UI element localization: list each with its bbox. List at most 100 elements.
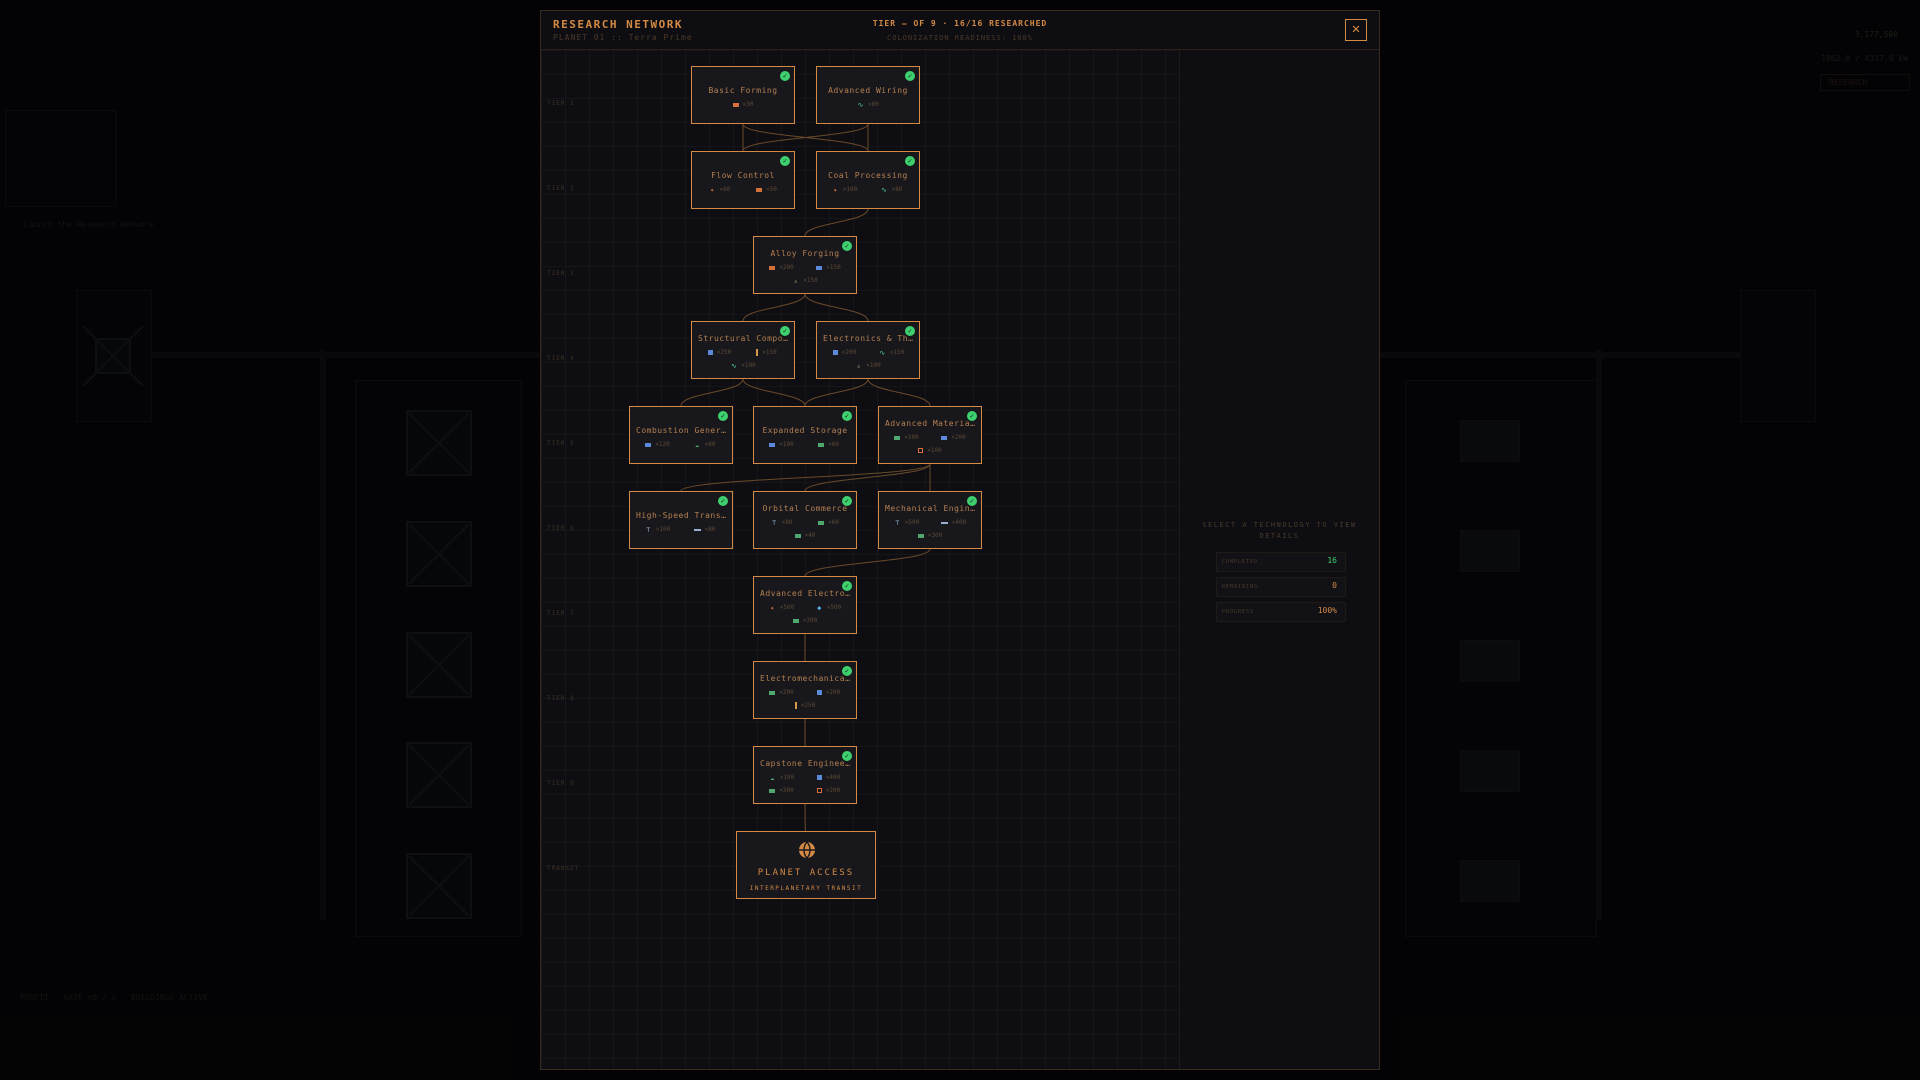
research-status: TIER — OF 9 · 16/16 RESEARCHED: [872, 19, 1048, 28]
cost-item: ×200: [930, 431, 977, 444]
cost-amount: ×250: [716, 349, 732, 356]
stat-remaining: REMAINING 0: [1216, 577, 1346, 597]
researched-check-icon: ✓: [780, 156, 790, 166]
cost-amount: ×200: [951, 434, 966, 441]
stat-value: 0: [1332, 581, 1337, 590]
cost-amount: ×200: [779, 264, 794, 271]
stat-value: 16: [1327, 556, 1337, 565]
tech-node[interactable]: Coal Processing✓✦×100∿×80: [816, 151, 920, 209]
tech-node[interactable]: Basic Forming✓×30: [691, 66, 795, 124]
cost-item: ×150: [743, 346, 790, 359]
cost-amount: ×100: [779, 774, 795, 781]
tech-costs: ⊤×500 ×400 ×300: [883, 516, 977, 542]
tech-node[interactable]: High-Speed Transport ✓ ⊤×100×80: [629, 491, 733, 549]
cost-amount: ×80: [704, 526, 716, 533]
cost-item: ⊤×500: [883, 516, 930, 529]
tech-name: High-Speed Transport: [636, 511, 726, 520]
cost-item: ×60: [805, 438, 852, 451]
tech-node[interactable]: Electromechanical✓×200×200×250: [753, 661, 857, 719]
crate-icon: [917, 533, 924, 538]
cost-item: ×100: [883, 444, 977, 457]
cost-item: ×60: [805, 516, 852, 529]
bg-mini-map: [5, 110, 117, 207]
tier-label: TIER 2: [547, 185, 575, 192]
colonization-readiness: COLONIZATION READINESS: 100%: [886, 34, 1033, 42]
tech-name: Flow Control: [711, 171, 775, 180]
researched-check-icon: ✓: [780, 71, 790, 81]
frame-icon: [918, 448, 924, 453]
researched-check-icon: ✓: [842, 411, 852, 421]
tech-costs: ⊤×100×80: [634, 523, 728, 536]
cost-item: ×40: [758, 529, 852, 542]
tech-node[interactable]: Advanced Wiring✓∿×60: [816, 66, 920, 124]
rod-icon: [794, 702, 797, 709]
researched-check-icon: ✓: [905, 326, 915, 336]
cost-amount: ×60: [828, 441, 839, 448]
crate-icon: [792, 618, 799, 623]
globe-icon: [799, 841, 815, 859]
cost-item: ×300: [758, 614, 852, 627]
cost-item: ∿×150: [868, 346, 915, 359]
tech-costs: ×100×60: [758, 438, 852, 451]
wave-icon: ∿: [857, 100, 864, 109]
crate-icon: [769, 690, 776, 695]
cost-amount: ×150: [762, 349, 777, 356]
researched-check-icon: ✓: [905, 156, 915, 166]
tech-node[interactable]: Expanded Storage✓×100×60: [753, 406, 857, 464]
tech-link: [804, 463, 931, 492]
tech-node[interactable]: Advanced Electronics✓✦×500◆×500×300: [753, 576, 857, 634]
planet-access-title: PLANET ACCESS: [757, 868, 855, 878]
tech-name: Alloy Forging: [770, 249, 840, 258]
cost-item: ×300: [758, 784, 805, 797]
crate-icon: [769, 788, 776, 793]
cost-item: ☁ ×100: [758, 771, 805, 784]
tech-node[interactable]: Electronics & Thermal✓×200∿×150▵×100: [816, 321, 920, 379]
cost-item: ∿×60: [821, 98, 915, 111]
tech-node[interactable]: Orbital Commerce✓⊤×80×60×40: [753, 491, 857, 549]
tier-label: TIER 5: [547, 440, 575, 447]
bg-hint: Launch the Research Network: [24, 220, 155, 229]
tech-node[interactable]: Advanced Materials✓×300×200×100: [878, 406, 982, 464]
close-button[interactable]: ✕: [1345, 19, 1367, 41]
cost-item: ×50: [743, 183, 790, 196]
tech-costs: ×30: [696, 98, 790, 111]
tech-costs: ✦×100∿×80: [821, 183, 915, 196]
bg-currency: 3,177,500: [1854, 30, 1898, 39]
tech-node[interactable]: Capstone Engineering✓☁×100×400×300×200: [753, 746, 857, 804]
tech-name: Orbital Commerce: [762, 504, 848, 513]
tri-icon: ▵: [793, 276, 798, 285]
details-panel: SELECT A TECHNOLOGY TO VIEW DETAILS COMP…: [1180, 50, 1379, 1069]
planet-access-node[interactable]: PLANET ACCESS INTERPLANETARY TRANSIT: [736, 831, 876, 899]
tech-tree-links: [680, 123, 931, 871]
diamond-icon: ◆: [817, 603, 822, 612]
tech-name: Advanced Materials: [885, 419, 975, 428]
cost-amount: ×400: [951, 519, 967, 526]
research-network-modal: RESEARCH NETWORK PLANET 01 :: Terra Prim…: [540, 10, 1380, 1070]
battery-icon: [816, 775, 822, 780]
tech-costs: ☁×100×400×300×200: [758, 771, 852, 797]
anvil-icon: ⊤: [771, 518, 777, 527]
tech-node[interactable]: Combustion Generators✓×120☁×80: [629, 406, 733, 464]
battery-icon: [832, 350, 838, 355]
cost-amount: ×80: [891, 186, 903, 193]
bar-icon: [756, 187, 763, 192]
cost-amount: ×150: [889, 349, 905, 356]
bar-icon: [732, 102, 739, 107]
tech-node[interactable]: Structural Components✓×250×150∿×100: [691, 321, 795, 379]
bg-machine-icon: [406, 742, 472, 808]
tech-name: Combustion Generators: [636, 426, 726, 435]
researched-check-icon: ✓: [905, 71, 915, 81]
tech-node[interactable]: Flow Control✓✦×60×50: [691, 151, 795, 209]
researched-check-icon: ✓: [780, 326, 790, 336]
cloud-icon: ☁: [770, 773, 775, 782]
gear-icon: ✦: [709, 185, 715, 194]
bg-machine-icon: [406, 632, 472, 698]
bg-machine-icon: [406, 521, 472, 587]
cost-amount: ×120: [655, 441, 670, 448]
tech-node[interactable]: Alloy Forging✓×200×150▵×150: [753, 236, 857, 294]
cost-amount: ×300: [927, 532, 943, 539]
tech-costs: ∿×60: [821, 98, 915, 111]
researched-check-icon: ✓: [718, 496, 728, 506]
tech-node[interactable]: Mechanical Engineering✓⊤×500×400×300: [878, 491, 982, 549]
